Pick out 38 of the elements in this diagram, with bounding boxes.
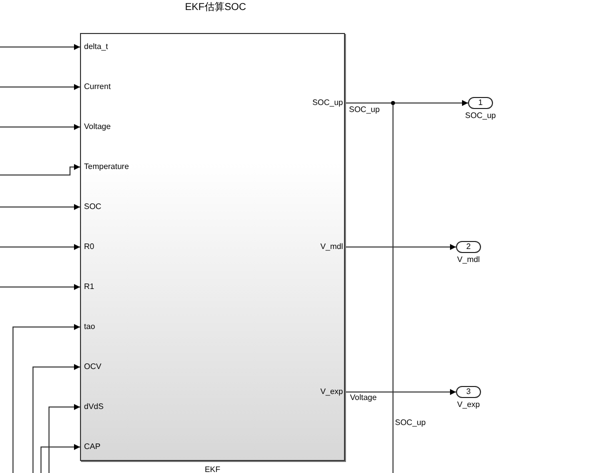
signal-arrow <box>48 404 80 473</box>
signal-arrow <box>0 164 80 176</box>
outport-block: 1 <box>468 97 493 109</box>
signal-arrow <box>32 364 80 473</box>
input-port-label: dVdS <box>80 401 144 413</box>
signal-arrow <box>344 244 456 250</box>
signal-arrow <box>0 84 80 90</box>
block-name: EKF <box>204 465 220 473</box>
input-port-label: Temperature <box>80 161 144 173</box>
input-port-label: delta_t <box>80 41 144 53</box>
signal-label: SOC_up <box>349 105 380 115</box>
input-port-label: R1 <box>80 281 144 293</box>
input-port-label: SOC <box>80 201 144 213</box>
port-name: SOC_up <box>465 111 496 121</box>
input-port-label: R0 <box>80 241 144 253</box>
input-port-label: tao <box>80 321 144 333</box>
signal-arrow <box>344 389 456 395</box>
outport-block: 3 <box>456 386 481 398</box>
signal-arrow <box>0 244 80 250</box>
input-port-label: Current <box>80 81 144 93</box>
signal-arrow <box>0 124 80 130</box>
outport-block: 2 <box>456 241 481 253</box>
output-port-label: SOC_up <box>290 97 345 109</box>
output-port-label: V_exp <box>290 386 345 398</box>
signal-arrow <box>40 444 80 473</box>
port-name: V_exp <box>457 400 480 410</box>
signal-arrow <box>0 44 80 50</box>
input-port-label: OCV <box>80 361 144 373</box>
signal-label: SOC_up <box>395 418 426 428</box>
signal-arrow <box>0 284 80 290</box>
input-port-label: CAP <box>80 441 144 453</box>
diagram-title: EKF估算SOC <box>185 2 246 14</box>
port-name: V_mdl <box>457 255 480 265</box>
signal-arrow <box>12 324 80 473</box>
input-port-label: Voltage <box>80 121 144 133</box>
signal-arrow <box>0 204 80 210</box>
output-port-label: V_mdl <box>290 241 345 253</box>
signal-label: Voltage <box>350 393 377 403</box>
